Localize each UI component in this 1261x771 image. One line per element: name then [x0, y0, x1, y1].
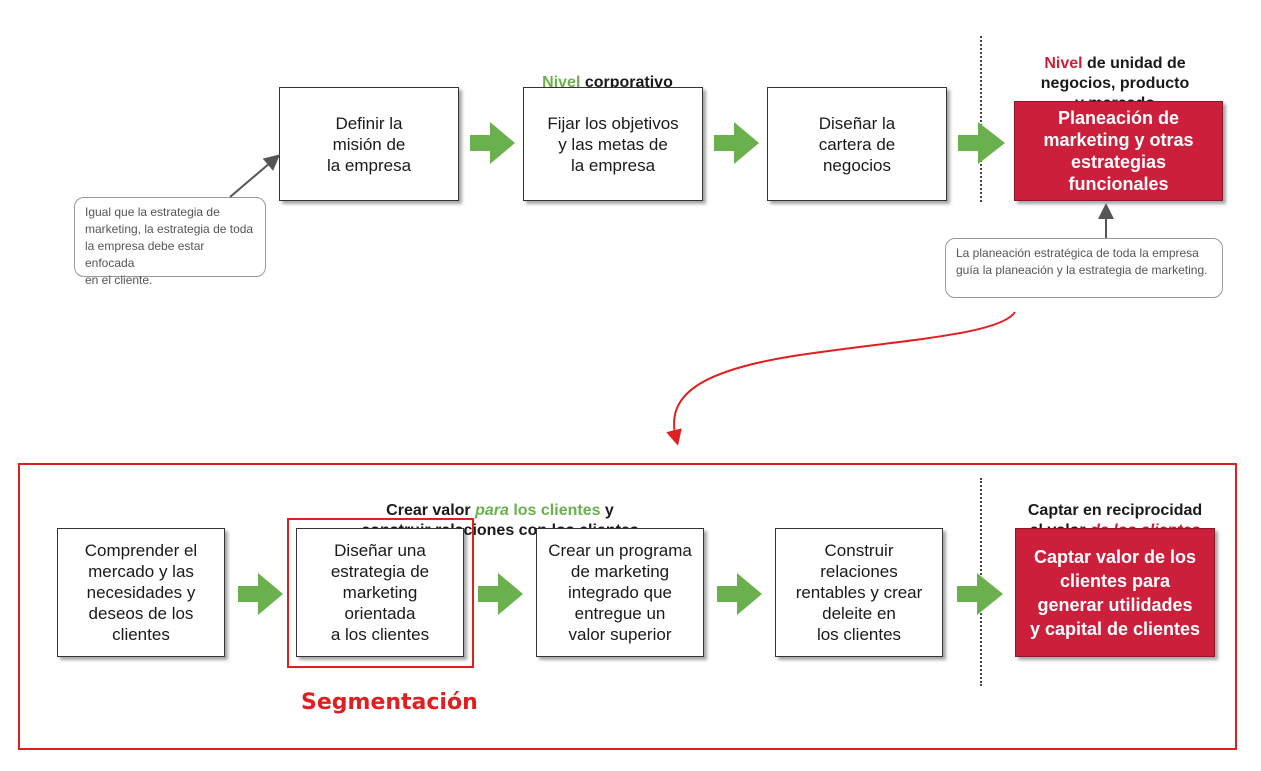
top-divider-line	[980, 36, 982, 202]
business-level-accent: Nivel	[1044, 55, 1083, 72]
step-build-program: Crear un programa de marketing integrado…	[536, 528, 704, 657]
note-left-pointer	[229, 154, 281, 198]
step-set-objectives: Fijar los objetivos y las metas de la em…	[523, 87, 703, 201]
green-arrow-3	[958, 122, 1005, 164]
step-design-strategy: Diseñar una estrategia de marketing orie…	[296, 528, 464, 657]
green-arrow-2	[714, 122, 759, 164]
step-design-portfolio: Diseñar la cartera de negocios	[767, 87, 947, 201]
create-value-para: para	[475, 502, 509, 519]
corporate-level-accent: Nivel	[542, 74, 581, 91]
green-arrow-1	[470, 122, 515, 164]
green-arrow-5	[478, 573, 523, 615]
step-define-mission: Definir la misión de la empresa	[279, 87, 459, 201]
step-marketing-planning: Planeación de marketing y otras estrateg…	[1014, 101, 1223, 201]
corporate-level-rest: corporativo	[580, 74, 673, 91]
note-customer-focus: Igual que la estrategia de marketing, la…	[74, 197, 266, 287]
note-strategic-planning: La planeación estratégica de toda la emp…	[945, 238, 1223, 298]
create-value-clients: los clientes	[508, 502, 601, 519]
step-build-relationships: Construir relaciones rentables y crear d…	[775, 528, 943, 657]
corporate-level-header: Nivel corporativo	[500, 53, 715, 93]
green-arrow-4	[238, 573, 283, 615]
segmentation-highlight-frame	[287, 518, 474, 668]
create-value-part1: Crear valor	[386, 502, 476, 519]
red-curve-connector	[666, 311, 1016, 446]
value-process-frame	[18, 463, 1237, 750]
segmentation-label: Segmentación	[301, 690, 478, 715]
step-capture-value: Captar valor de los clientes para genera…	[1015, 528, 1215, 657]
step-understand-market: Comprender el mercado y las necesidades …	[57, 528, 225, 657]
green-arrow-6	[717, 573, 762, 615]
green-arrow-7	[957, 573, 1003, 615]
